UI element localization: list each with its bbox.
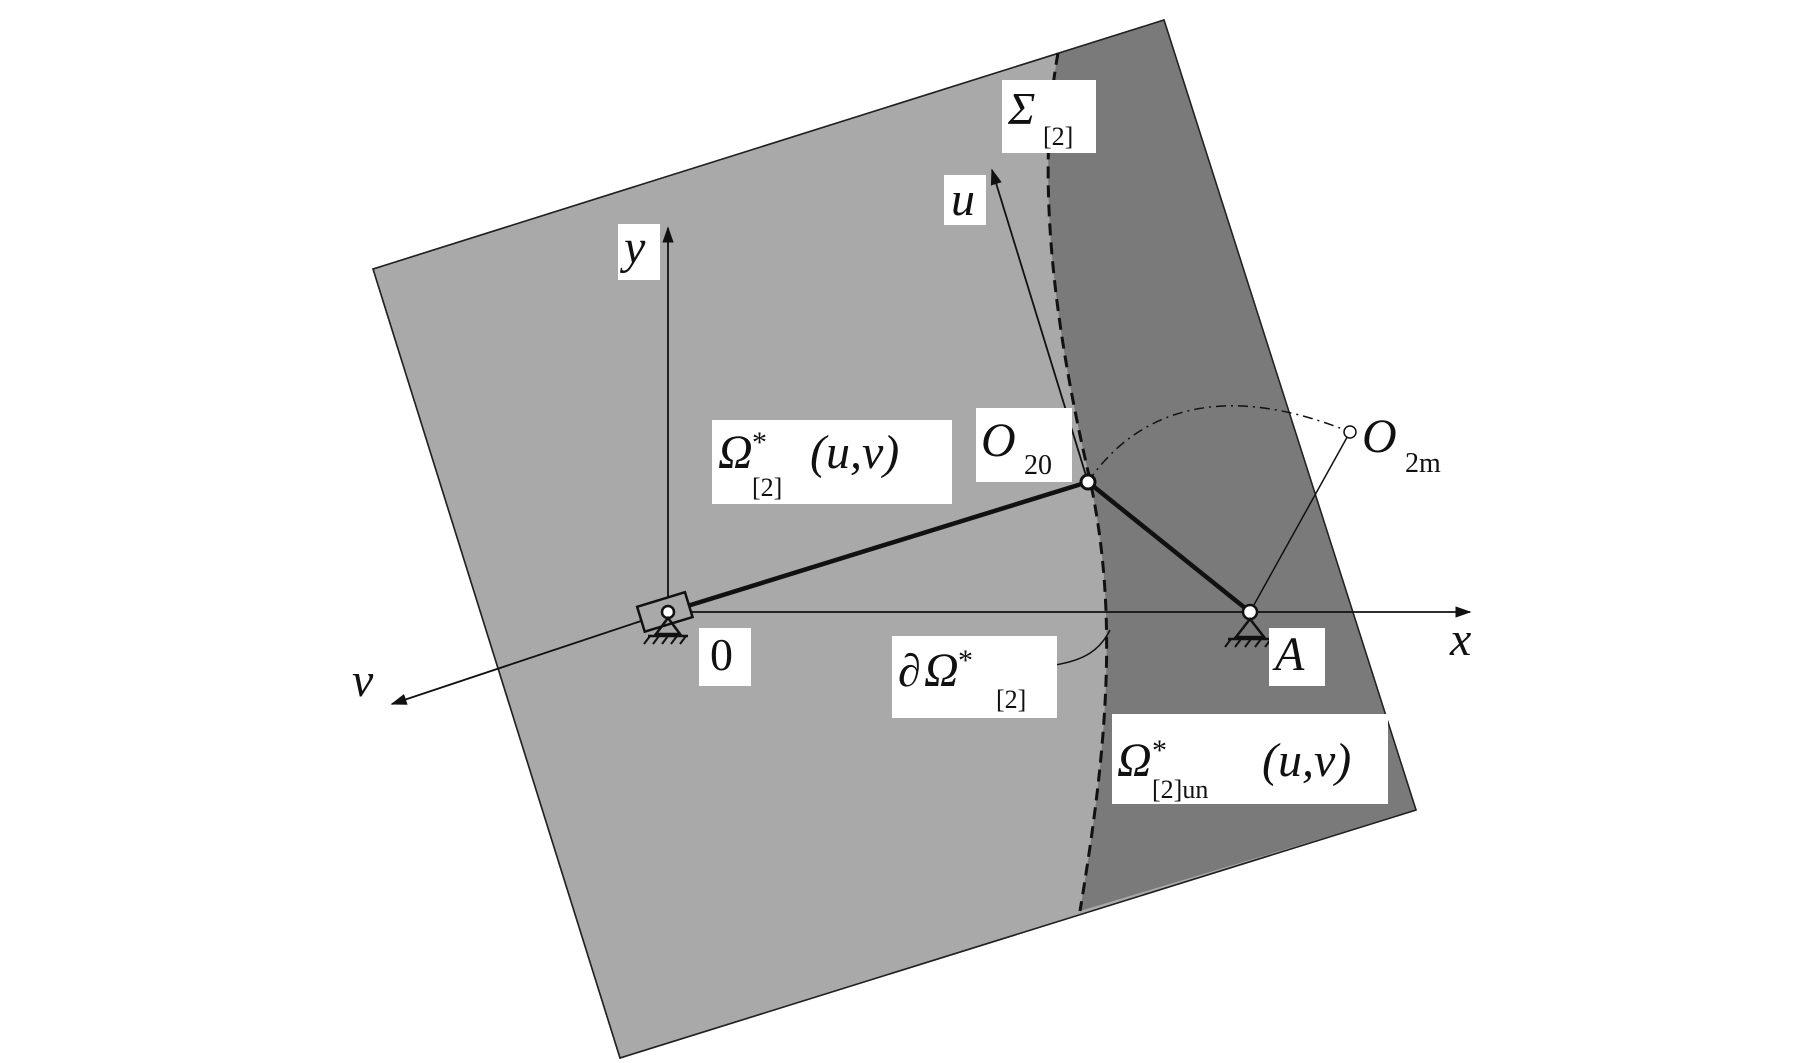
omega-un-args: (u,v) [1262,734,1351,787]
omega-un-main: Ω [1117,734,1152,787]
slider-joint [635,590,695,645]
v-axis [390,611,669,705]
a-label: A [1269,628,1325,686]
u-label: u [951,173,975,226]
omega-un-sub: [2]un [1152,775,1208,804]
ground-joint-a [1224,603,1272,648]
o20-main: O [981,414,1016,467]
origin-text: 0 [710,629,733,680]
y-label: y [619,221,646,274]
o20-label: O 20 [976,408,1072,482]
sigma-label: Σ [2] [1002,80,1096,153]
o2m-sub: 2m [1405,448,1441,479]
x-label: x [1449,613,1471,666]
omega-main: Ω [718,426,753,479]
a-text: A [1272,628,1305,681]
v-label: v [352,654,374,707]
point-o2m [1343,425,1357,439]
sigma-main: Σ [1007,83,1035,134]
boundary-curve [1046,52,1109,912]
boundary-leader [1054,629,1111,666]
boundary-sub: [2] [996,685,1026,714]
link-a-o2m [1249,431,1351,613]
omega-args: (u,v) [810,426,899,479]
y-axis-label: y [618,221,660,280]
boundary-label: ∂ Ω * [2] [892,636,1057,718]
boundary-prefix: ∂ [898,645,921,696]
link-o20-a [1086,480,1252,614]
omega-sup: * [752,426,767,459]
omega-sub: [2] [752,473,782,502]
omega-un-label: Ω * [2]un (u,v) [1112,714,1388,804]
boundary-sup: * [958,644,973,677]
sigma-sub: [2] [1043,122,1073,151]
omega-un-sup: * [1152,734,1167,767]
unreachable-region [1048,20,1416,911]
origin-label: 0 [699,628,751,686]
link-0-o20 [667,479,1089,615]
o2m-main: O [1362,410,1397,463]
joint-o20 [1079,473,1097,491]
o2m-label: O 2m [1362,410,1441,479]
boundary-main: Ω [924,644,959,697]
o20-sub: 20 [1024,450,1052,481]
rotation-arc [1087,405,1351,483]
omega-label: Ω * [2] (u,v) [712,420,952,504]
u-axis-label: u [944,173,986,226]
